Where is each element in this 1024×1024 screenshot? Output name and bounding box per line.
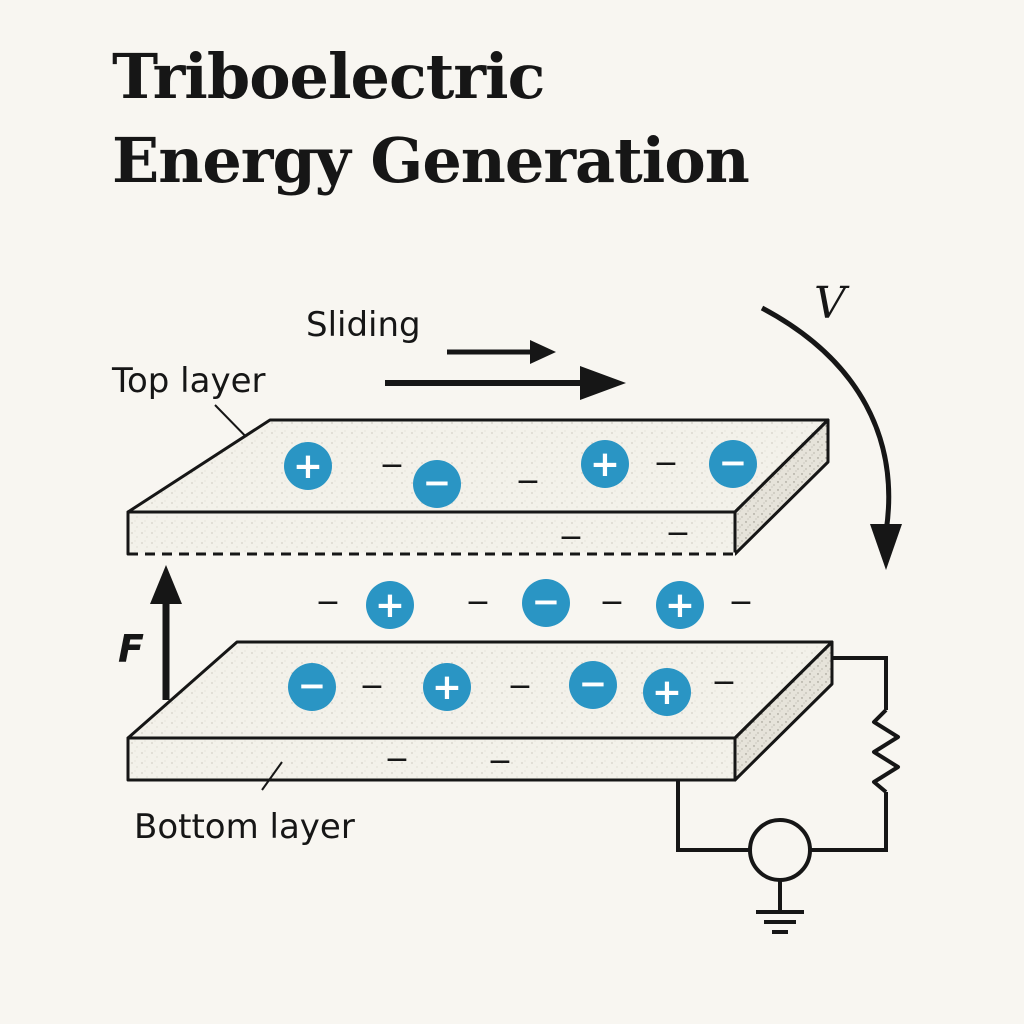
top-layer-slab <box>126 418 830 556</box>
ground-symbol <box>756 910 804 934</box>
negative-charge-dash: − <box>653 446 678 481</box>
svg-text:−: − <box>728 585 753 620</box>
svg-text:−: − <box>719 443 748 483</box>
charges-group: +−−−+−−−−−+−−−+−−−+−−+−−− <box>284 440 757 779</box>
sliding-arrow-small <box>447 340 556 364</box>
negative-charge-dash: − <box>711 665 736 700</box>
negative-charge-dash: − <box>465 585 490 620</box>
svg-text:−: − <box>653 446 678 481</box>
title-line-1: Triboelectric <box>112 40 545 113</box>
positive-charge: + <box>643 668 691 716</box>
svg-text:+: + <box>652 672 682 713</box>
negative-charge-dash: − <box>515 464 540 499</box>
svg-text:+: + <box>293 446 323 487</box>
svg-text:−: − <box>711 665 736 700</box>
top-layer-front <box>126 510 737 556</box>
resistor-symbol <box>872 708 900 794</box>
svg-text:+: + <box>590 444 620 485</box>
bottom-layer-front <box>126 736 737 782</box>
positive-charge: + <box>656 581 704 629</box>
negative-charge: − <box>709 440 757 488</box>
bottom-layer-slab <box>126 640 834 782</box>
force-label: F <box>118 627 144 671</box>
negative-charge-dash: − <box>315 585 340 620</box>
negative-charge-dash: − <box>728 585 753 620</box>
negative-charge-dash: − <box>665 516 690 551</box>
positive-charge: + <box>366 581 414 629</box>
svg-text:−: − <box>379 448 404 483</box>
positive-charge: + <box>581 440 629 488</box>
negative-charge: − <box>413 460 461 508</box>
voltage-arrow <box>760 305 902 570</box>
negative-charge: − <box>288 663 336 711</box>
svg-text:−: − <box>298 666 327 706</box>
svg-text:−: − <box>465 585 490 620</box>
negative-charge-dash: − <box>487 744 512 779</box>
negative-charge-dash: − <box>507 669 532 704</box>
svg-text:−: − <box>532 582 561 622</box>
negative-charge-dash: − <box>558 520 583 555</box>
external-circuit <box>676 656 900 934</box>
negative-charge: − <box>522 579 570 627</box>
negative-charge-dash: − <box>599 585 624 620</box>
svg-text:−: − <box>515 464 540 499</box>
svg-text:+: + <box>375 585 405 626</box>
negative-charge-dash: − <box>384 742 409 777</box>
source-symbol <box>748 818 812 882</box>
svg-text:−: − <box>599 585 624 620</box>
sliding-arrow-large <box>385 366 626 400</box>
svg-text:−: − <box>384 742 409 777</box>
voltage-label: V <box>814 278 850 329</box>
negative-charge-dash: − <box>359 669 384 704</box>
negative-charge-dash: − <box>379 448 404 483</box>
positive-charge: + <box>423 663 471 711</box>
svg-text:−: − <box>507 669 532 704</box>
sliding-label: Sliding <box>306 305 421 345</box>
svg-text:+: + <box>665 585 695 626</box>
positive-charge: + <box>284 442 332 490</box>
bottom-layer-label: Bottom layer <box>134 807 355 847</box>
negative-charge: − <box>569 661 617 709</box>
top-layer-label: Top layer <box>111 361 266 401</box>
svg-text:+: + <box>432 667 462 708</box>
force-arrow <box>150 565 182 700</box>
title-line-2: Energy Generation <box>112 124 750 197</box>
svg-text:−: − <box>487 744 512 779</box>
bottom-layer-leader <box>261 761 283 791</box>
svg-text:−: − <box>665 516 690 551</box>
svg-text:−: − <box>359 669 384 704</box>
svg-text:−: − <box>579 664 608 704</box>
svg-text:−: − <box>423 463 452 503</box>
svg-text:−: − <box>558 520 583 555</box>
svg-text:−: − <box>315 585 340 620</box>
